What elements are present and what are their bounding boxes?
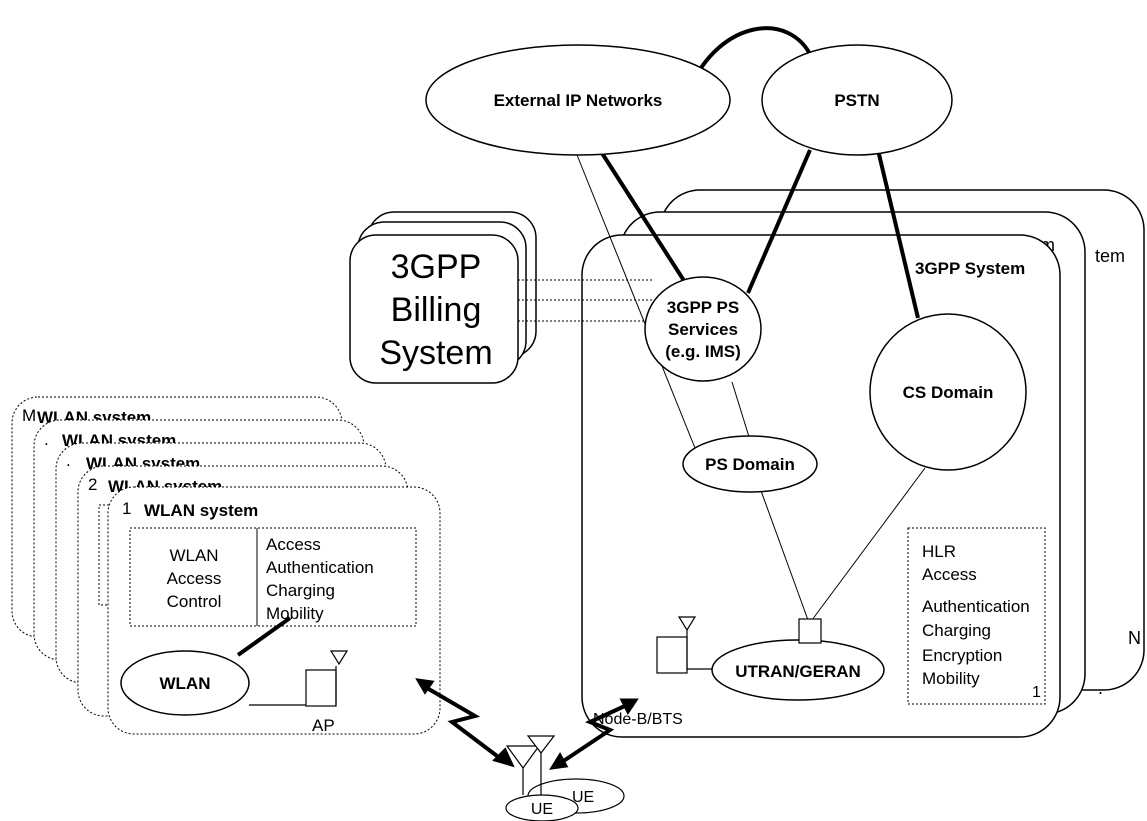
ps-services-node <box>644 276 762 382</box>
billing-label-line3: System <box>379 334 492 372</box>
ps-services-label-3: (e.g. IMS) <box>665 342 741 361</box>
hlr-line-2: Authentication <box>922 597 1030 616</box>
wlan-node-label: WLAN <box>160 674 211 693</box>
3gpp-radio-link <box>549 698 639 770</box>
cs-domain-label: CS Domain <box>903 383 994 402</box>
ue-node <box>505 794 579 821</box>
hlr-line-4: Encryption <box>922 646 1002 665</box>
hlr-line-1: Access <box>922 565 977 584</box>
utran-geran-node <box>711 639 885 701</box>
wlan-function-line2: Charging <box>266 581 335 600</box>
hlr-line-5: Mobility <box>922 669 980 688</box>
billing-label-line2: Billing <box>391 291 482 329</box>
pstn-label: PSTN <box>834 91 879 110</box>
wlan-access-control-line2: Control <box>167 592 222 611</box>
wlan-panel-2-index: 2 <box>88 475 97 494</box>
wlan-panel-m-index: M <box>22 406 36 425</box>
wlan-panel-1-index: 1 <box>122 499 131 518</box>
node-b-antenna-icon <box>677 616 697 632</box>
hlr-line-0: HLR <box>922 542 956 561</box>
wlan-function-line1: Authentication <box>266 558 374 577</box>
3gpp-system-back2-label: tem <box>1095 246 1125 266</box>
ue-antenna-1-icon <box>505 745 541 770</box>
wlan-radio-link <box>415 678 515 768</box>
ap-label: AP <box>312 716 335 735</box>
pstn-to-cs-domain-link <box>876 149 920 319</box>
ip-to-ps-services-link <box>598 148 692 292</box>
ip-to-ps-domain-link <box>574 149 696 449</box>
wlan-function-line0: Access <box>266 535 321 554</box>
ue-label: UE <box>531 801 553 818</box>
wlan-function-line3: Mobility <box>266 604 324 623</box>
wlan-node <box>120 650 250 716</box>
ps-domain-label: PS Domain <box>705 455 795 474</box>
pstn-node <box>761 44 953 156</box>
ue-antenna-2-icon <box>526 735 556 754</box>
hlr-line-3: Charging <box>922 621 991 640</box>
ue-back-label: UE <box>572 789 594 806</box>
wlan-access-control-line1: Access <box>167 569 222 588</box>
ps-services-to-ps-domain-link <box>731 381 751 441</box>
pstn-to-ps-services-link <box>746 149 812 294</box>
node-b-box <box>656 636 688 674</box>
external-ip-networks-node <box>425 44 731 156</box>
wlan-panel-dot2-index: . <box>66 451 71 470</box>
external-ip-networks-label: External IP Networks <box>494 91 663 110</box>
ap-antenna-icon <box>329 650 349 666</box>
node-b-label: Node-B/BTS <box>593 711 683 728</box>
wlan-access-control-line0: WLAN <box>169 546 218 565</box>
utran-geran-label: UTRAN/GERAN <box>735 662 861 681</box>
ip-pstn-link <box>688 26 814 89</box>
wlan-panel-1-title: WLAN system <box>144 501 258 520</box>
ps-services-label-1: 3GPP PS <box>667 298 739 317</box>
3gpp-system-index: 1 <box>1032 684 1041 701</box>
ps-domain-node <box>682 435 818 493</box>
billing-panel-front <box>349 234 519 384</box>
3gpp-system-title: 3GPP System <box>915 259 1025 278</box>
3gpp-n-label: N <box>1128 628 1141 648</box>
ps-domain-to-rnc-link <box>759 487 809 621</box>
ps-services-label-2: Services <box>668 320 738 339</box>
hlr-function-box <box>907 527 1046 705</box>
wlan-to-function-link <box>236 616 292 657</box>
cs-domain-node <box>869 313 1027 471</box>
3gpp-dot-label: . <box>1098 678 1103 698</box>
ap-box <box>305 669 337 707</box>
rnc-box <box>798 618 822 644</box>
billing-label-line1: 3GPP <box>391 248 482 286</box>
cs-domain-to-rnc-link <box>811 467 926 621</box>
wlan-panel-dot1-index: . <box>44 430 49 449</box>
